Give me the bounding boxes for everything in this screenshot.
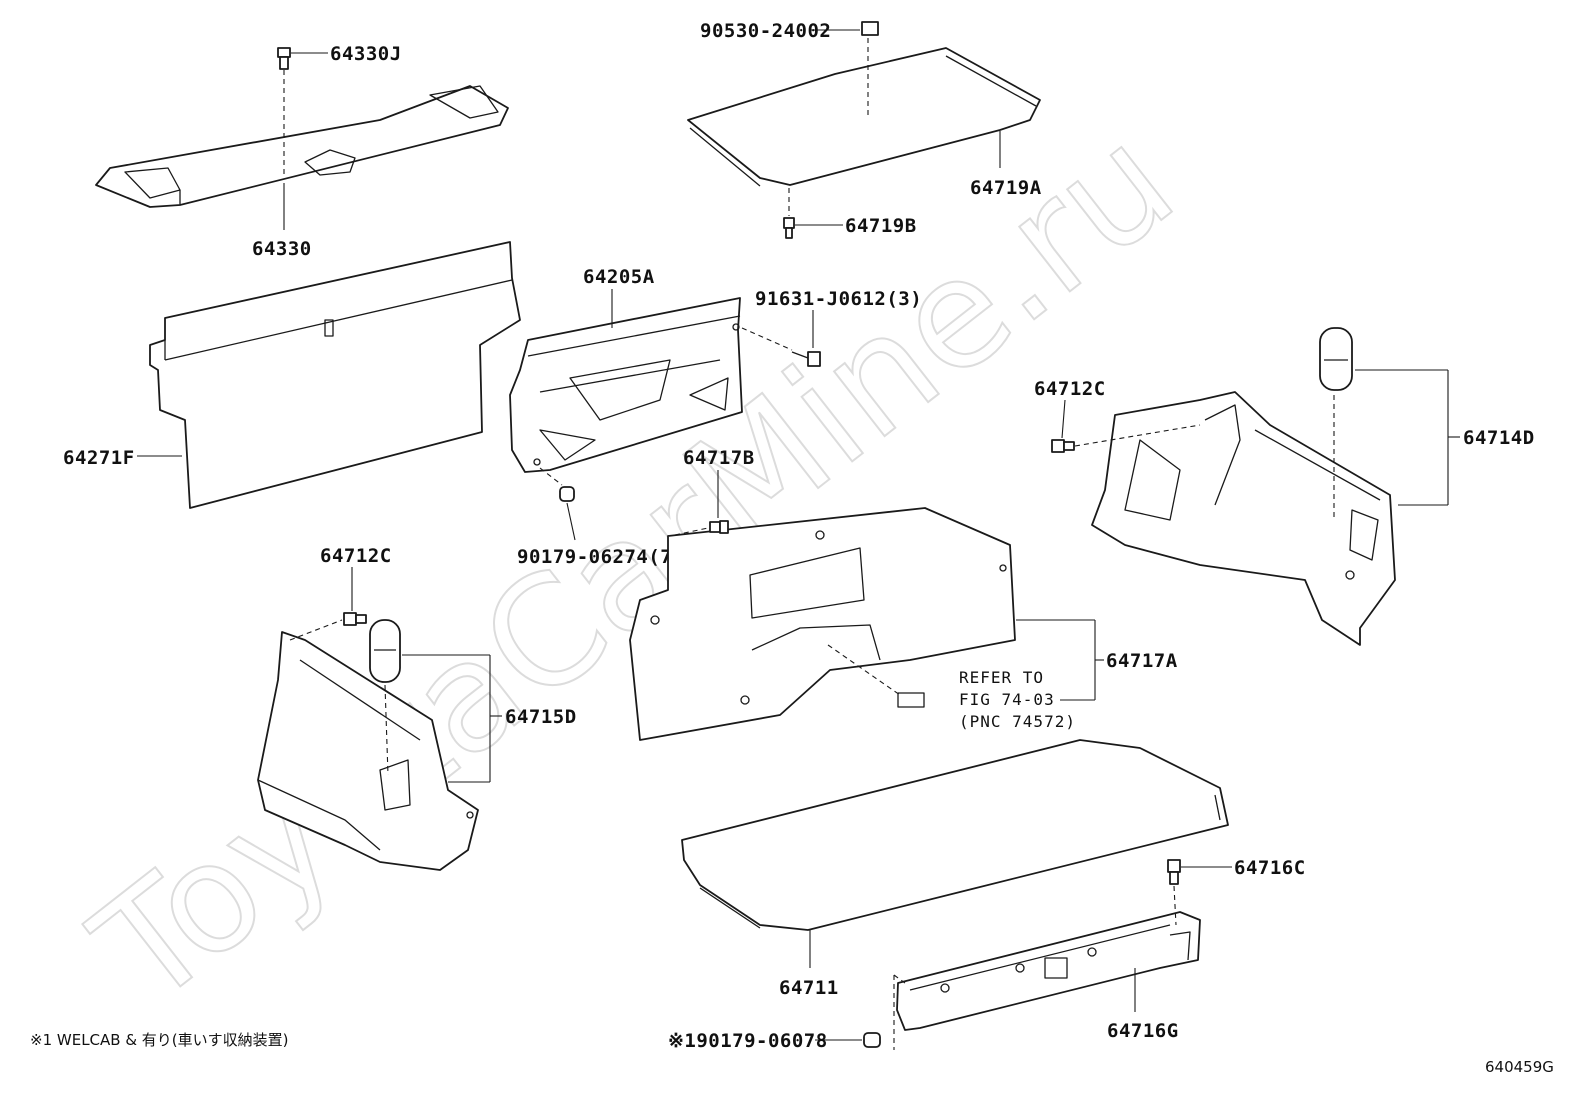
label-64712c-left: 64712C [320,545,392,567]
package-tray-trim-64330[interactable] [95,85,509,208]
hole-cover-64714d[interactable] [1319,327,1353,391]
clip-64712c-left[interactable] [343,612,367,626]
label-90530-24002: 90530-24002 [700,20,831,42]
deck-board-64719a[interactable] [687,47,1041,187]
label-64330: 64330 [252,238,312,260]
label-64714d: 64714D [1463,427,1535,449]
label-64271f: 64271F [63,447,135,469]
hole-cover-64715d[interactable] [369,619,401,683]
clip-64717b[interactable] [709,520,729,534]
label-64205a: 64205A [583,266,655,288]
label-64711: 64711 [779,977,839,999]
reference-line-2: FIG 74-03 [959,690,1055,709]
label-90179-06274: 90179-06274(7) [517,546,684,568]
nut-90179-06274[interactable] [559,486,575,502]
trunk-floor-mat-64711[interactable] [681,739,1229,931]
clip-64712c-right[interactable] [1051,439,1075,453]
label-64330j: 64330J [330,43,402,65]
label-64719b: 64719B [845,215,917,237]
reference-line-1: REFER TO [959,668,1044,687]
partition-board-64271f[interactable] [149,241,521,509]
label-64715d: 64715D [505,706,577,728]
clip-64716c[interactable] [1167,859,1181,885]
clip-64719b[interactable] [783,217,795,239]
label-90179-06078: ※190179-06078 [668,1030,828,1052]
label-64717a: 64717A [1106,650,1178,672]
back-panel-trim-64205a[interactable] [509,297,743,473]
label-64717b: 64717B [683,447,755,469]
label-64716c: 64716C [1234,857,1306,879]
clip-64330j[interactable] [277,47,291,70]
nut-90179-06078[interactable] [863,1032,881,1048]
figure-id: 640459G [1485,1058,1554,1076]
footnote: ※1 WELCAB & 有り(車いす収納装置) [30,1031,289,1049]
bolt-91631-j0612[interactable] [791,351,821,367]
label-64719a: 64719A [970,177,1042,199]
rear-sill-plate-64716g[interactable] [896,911,1201,1031]
clip-90530-24002[interactable] [861,21,879,36]
right-side-trim-64714d[interactable] [1091,391,1396,646]
trunk-front-trim-64717a[interactable] [629,507,1016,741]
fig-reference-callout[interactable]: REFER TO FIG 74-03 (PNC 74572) [827,644,1076,731]
label-64712c-right: 64712C [1034,378,1106,400]
reference-line-3: (PNC 74572) [959,712,1076,731]
label-64716g: 64716G [1107,1020,1179,1042]
label-91631-j0612: 91631-J0612(3) [755,288,922,310]
left-side-trim-64715d[interactable] [257,631,479,871]
